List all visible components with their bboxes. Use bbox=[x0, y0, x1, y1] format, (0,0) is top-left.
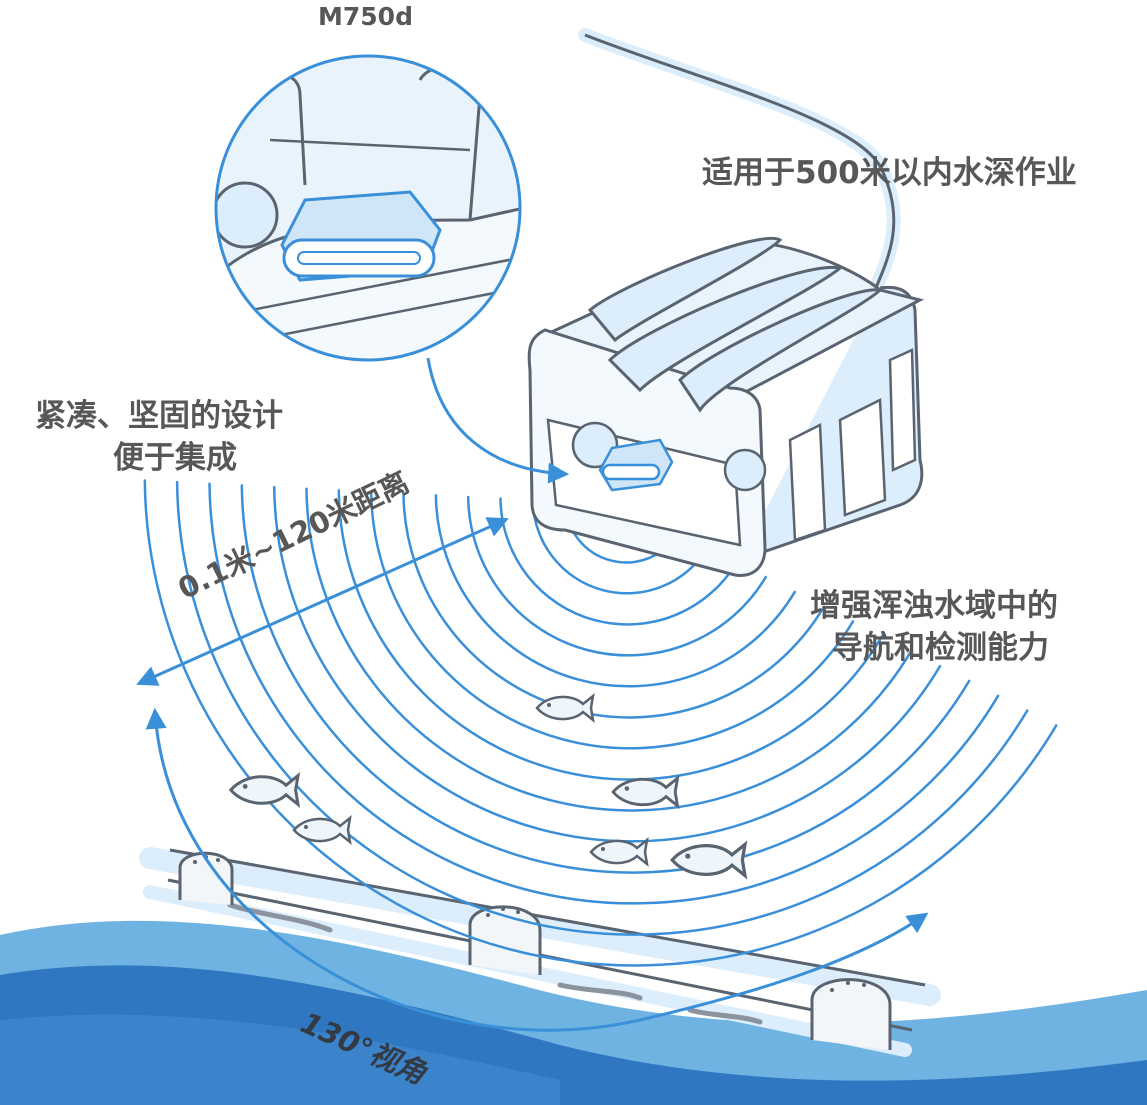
turbid-water-label-line1: 增强浑浊水域中的 bbox=[810, 588, 1058, 624]
fish-icon bbox=[670, 840, 748, 880]
fish-icon bbox=[228, 771, 301, 809]
sonar-wave-arc bbox=[531, 499, 709, 595]
tether-cable bbox=[578, 28, 901, 297]
fish-group bbox=[228, 692, 748, 880]
sonar-wave-arc bbox=[499, 497, 739, 626]
fish-icon bbox=[535, 692, 595, 724]
depth-rating-label: 适用于500米以内水深作业 bbox=[702, 155, 1077, 191]
model-name: M750d bbox=[318, 2, 413, 31]
fish-icon bbox=[589, 836, 649, 868]
sonar-device-icon bbox=[598, 438, 674, 492]
design-label-line1: 紧凑、坚固的设计 bbox=[35, 398, 283, 434]
zoom-leader-arrow bbox=[426, 357, 570, 484]
water-surface bbox=[0, 920, 1147, 1105]
range-arrow bbox=[136, 517, 509, 686]
sonar-wave-arc bbox=[240, 484, 971, 874]
fov-arrow bbox=[145, 707, 929, 1032]
turbid-water-label-line2: 导航和检测能力 bbox=[832, 630, 1049, 666]
fish-icon bbox=[611, 774, 680, 810]
zoom-detail bbox=[214, 54, 522, 362]
design-label-line2: 便于集成 bbox=[113, 440, 237, 476]
rov-vehicle bbox=[527, 236, 925, 577]
fish-icon bbox=[292, 814, 352, 846]
